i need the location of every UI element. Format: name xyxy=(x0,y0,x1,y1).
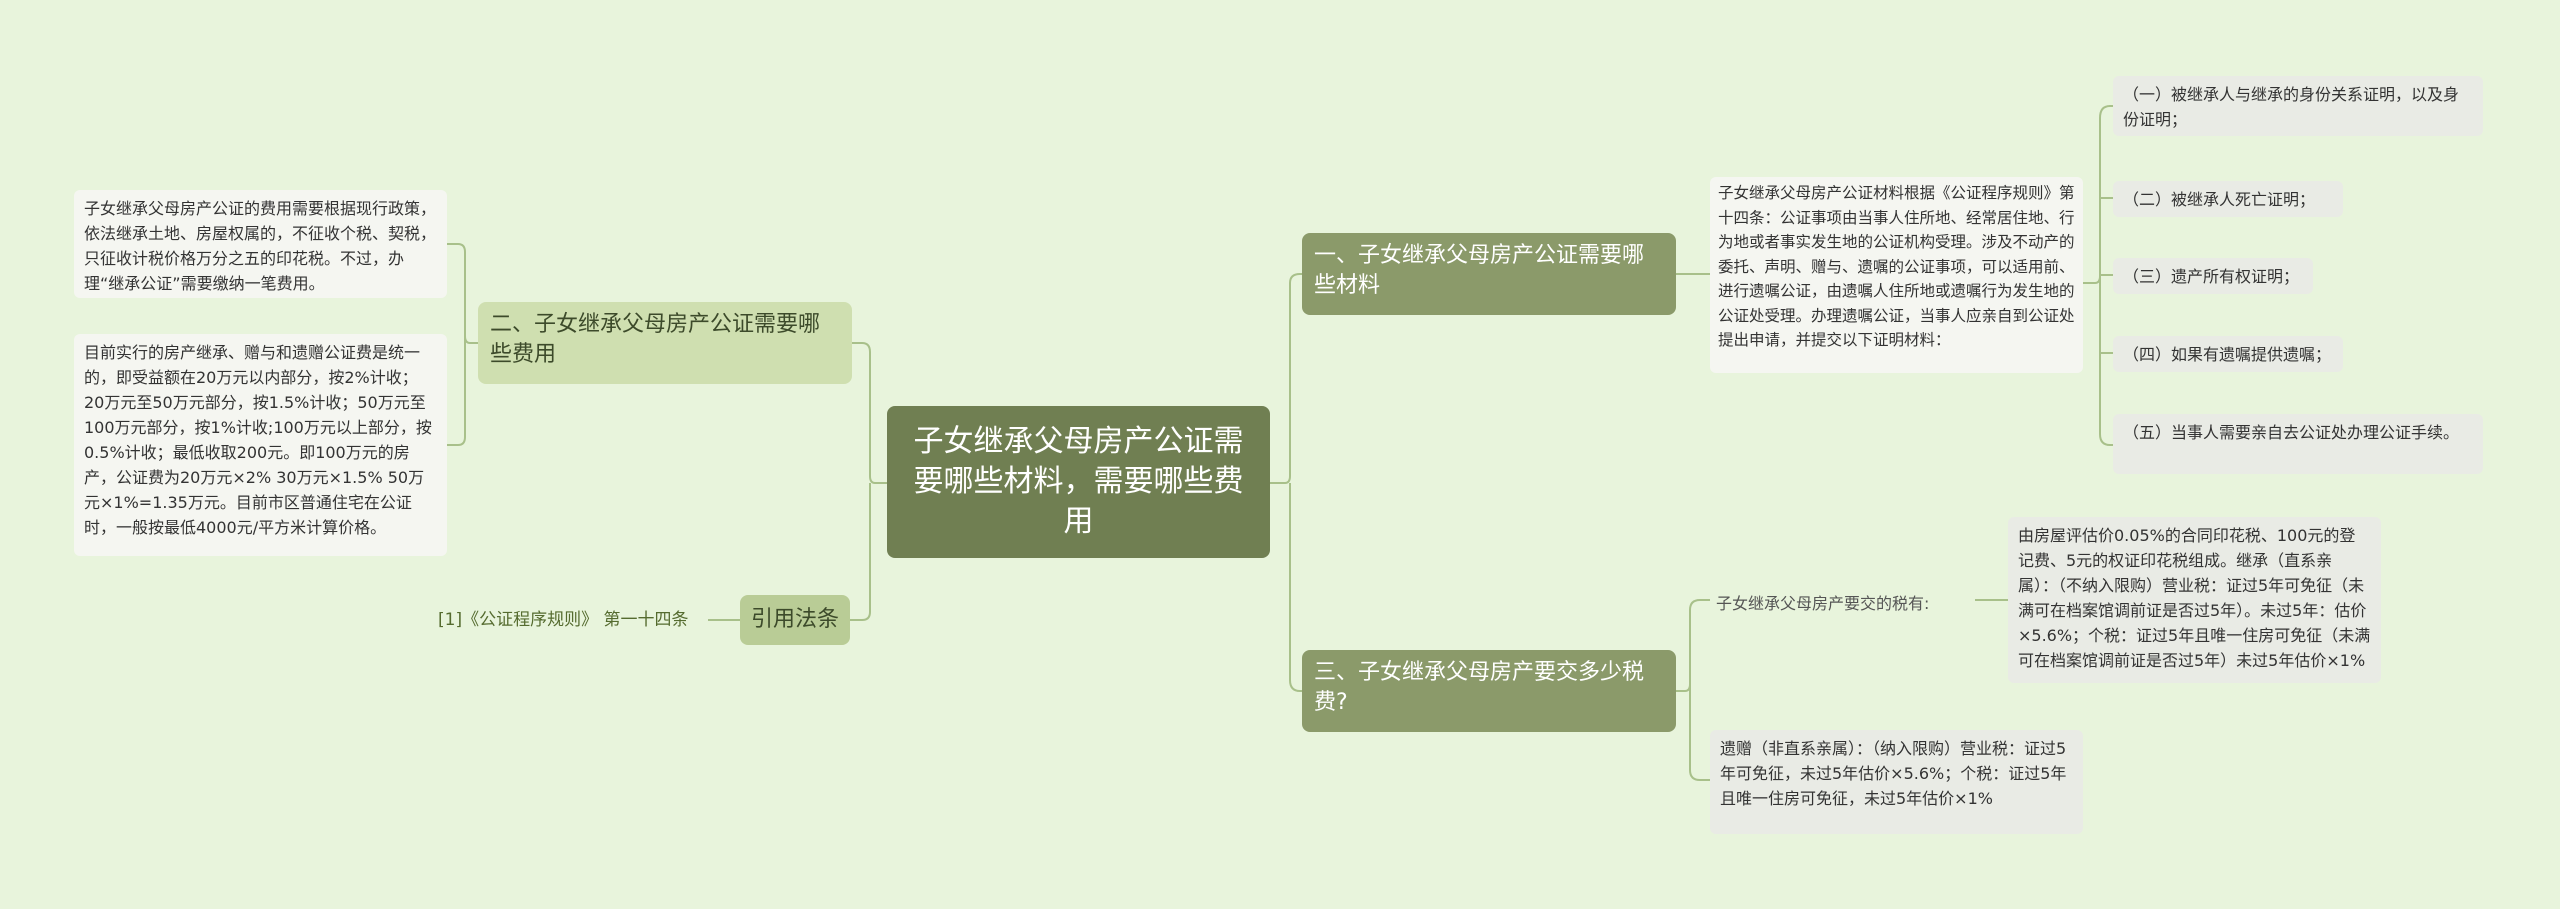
materials-item-4-text: （四）如果有遗嘱提供遗嘱； xyxy=(2123,345,2332,364)
root-topic[interactable]: 子女继承父母房产公证需要哪些材料，需要哪些费用 xyxy=(887,406,1270,558)
taxes-gift-detail-text: 遗赠（非直系亲属）：（纳入限购）营业税：证过5年可免征，未过5年估价×5.6%；… xyxy=(1720,739,2067,808)
fees-item-1-text: 子女继承父母房产公证的费用需要根据现行政策，依法继承土地、房屋权属的，不征收个税… xyxy=(84,199,437,293)
branch-materials-label: 一、子女继承父母房产公证需要哪些材料 xyxy=(1314,243,1645,298)
fees-item-1[interactable]: 子女继承父母房产公证的费用需要根据现行政策，依法继承土地、房屋权属的，不征收个税… xyxy=(74,190,447,298)
branch-materials[interactable]: 一、子女继承父母房产公证需要哪些材料 xyxy=(1302,233,1676,315)
branch-fees[interactable]: 二、子女继承父母房产公证需要哪些费用 xyxy=(478,302,852,384)
citation-item-1[interactable]: [1]《公证程序规则》 第一十四条 xyxy=(432,606,708,636)
taxes-sub-label[interactable]: 子女继承父母房产要交的税有: xyxy=(1710,587,1975,617)
materials-item-2[interactable]: （二）被继承人死亡证明； xyxy=(2113,181,2343,217)
branch-citations[interactable]: 引用法条 xyxy=(740,595,850,645)
materials-item-5[interactable]: （五）当事人需要亲自去公证处办理公证手续。 xyxy=(2113,414,2483,474)
materials-item-4[interactable]: （四）如果有遗嘱提供遗嘱； xyxy=(2113,336,2343,372)
materials-item-3[interactable]: （三）遗产所有权证明； xyxy=(2113,258,2313,294)
materials-item-1[interactable]: （一）被继承人与继承的身份关系证明，以及身份证明； xyxy=(2113,76,2483,136)
branch-citations-label: 引用法条 xyxy=(750,607,839,632)
fees-item-2-text: 目前实行的房产继承、赠与和遗赠公证费是统一的，即受益额在20万元以内部分，按2%… xyxy=(84,343,432,537)
materials-detail[interactable]: 子女继承父母房产公证材料根据《公证程序规则》第十四条：公证事项由当事人住所地、经… xyxy=(1710,177,2083,373)
root-topic-label: 子女继承父母房产公证需要哪些材料，需要哪些费用 xyxy=(913,424,1244,539)
materials-item-5-text: （五）当事人需要亲自去公证处办理公证手续。 xyxy=(2123,423,2460,442)
taxes-sub-detail[interactable]: 由房屋评估价0.05%的合同印花税、100元的登记费、5元的权证印花税组成。继承… xyxy=(2008,517,2381,683)
branch-taxes[interactable]: 三、子女继承父母房产要交多少税费? xyxy=(1302,650,1676,732)
branch-taxes-label: 三、子女继承父母房产要交多少税费? xyxy=(1314,660,1645,715)
materials-item-2-text: （二）被继承人死亡证明； xyxy=(2123,190,2316,209)
taxes-sub-label-text: 子女继承父母房产要交的税有: xyxy=(1716,594,1930,613)
citation-item-1-text: [1]《公证程序规则》 第一十四条 xyxy=(438,610,689,630)
fees-item-2[interactable]: 目前实行的房产继承、赠与和遗赠公证费是统一的，即受益额在20万元以内部分，按2%… xyxy=(74,334,447,556)
materials-detail-text: 子女继承父母房产公证材料根据《公证程序规则》第十四条：公证事项由当事人住所地、经… xyxy=(1718,184,2075,349)
materials-item-3-text: （三）遗产所有权证明； xyxy=(2123,267,2300,286)
taxes-gift-detail[interactable]: 遗赠（非直系亲属）：（纳入限购）营业税：证过5年可免征，未过5年估价×5.6%；… xyxy=(1710,730,2083,834)
branch-fees-label: 二、子女继承父母房产公证需要哪些费用 xyxy=(490,312,821,367)
materials-item-1-text: （一）被继承人与继承的身份关系证明，以及身份证明； xyxy=(2123,85,2460,129)
taxes-sub-detail-text: 由房屋评估价0.05%的合同印花税、100元的登记费、5元的权证印花税组成。继承… xyxy=(2018,526,2371,670)
